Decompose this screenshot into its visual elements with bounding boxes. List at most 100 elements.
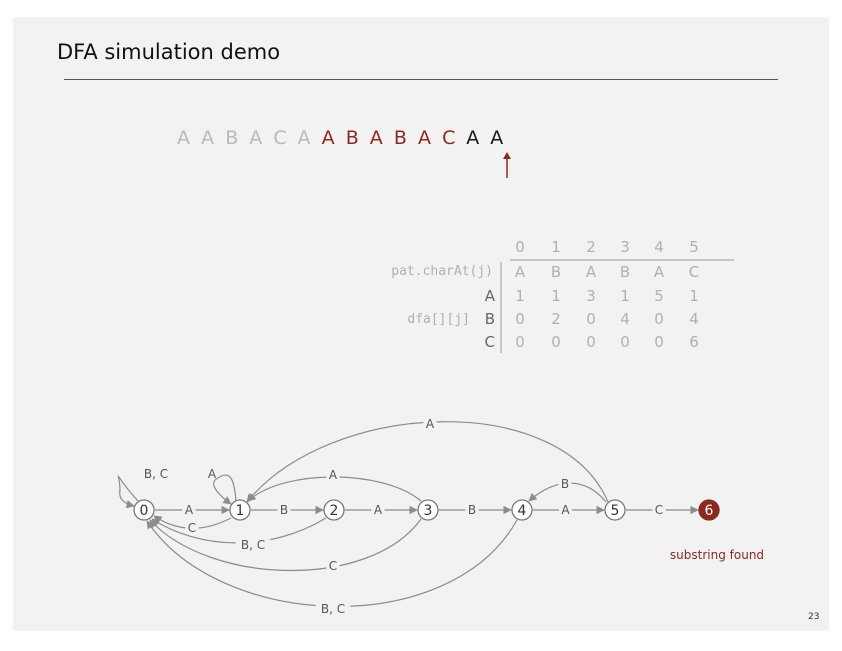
state-node-1 — [229, 499, 251, 521]
forward-edge-label: B — [468, 503, 476, 517]
text-char: A — [466, 127, 480, 149]
text-char: A — [297, 127, 311, 149]
slide-title: DFA simulation demo — [57, 40, 281, 64]
pattern-cell: B — [619, 263, 631, 281]
state-label: 3 — [424, 503, 433, 519]
edge-3-to-0-label-bg — [326, 558, 340, 573]
text-char: A — [418, 127, 431, 149]
state-label: 4 — [518, 503, 527, 519]
text-char: B — [393, 127, 407, 149]
forward-edge-label-bg — [652, 502, 666, 517]
dfa-row-char: A — [484, 287, 495, 305]
forward-edge-label-bg — [182, 502, 196, 517]
self-loop-0 — [117, 475, 139, 509]
edge-3-to-1-label-bg — [326, 467, 340, 482]
state-label: 1 — [236, 503, 245, 519]
edge-3-to-0 — [149, 518, 422, 572]
dfa-cell: 3 — [586, 287, 596, 305]
text-char: B — [345, 127, 359, 149]
dfa-row-char: C — [484, 333, 495, 351]
dfa-cell: 0 — [620, 333, 630, 351]
edge-5-to-1 — [246, 421, 609, 503]
dfa-row-label: dfa[][j] — [407, 312, 470, 327]
edge-4-to-0-label: B, C — [321, 602, 345, 616]
table-state-header: 0 — [515, 238, 525, 256]
dfa-row-char: B — [484, 310, 495, 328]
state-node-6 — [698, 499, 720, 521]
forward-edge-label-bg — [558, 502, 573, 517]
edge-5-to-4-label-bg — [558, 476, 572, 491]
dfa-cell: 4 — [620, 310, 630, 328]
dfa-cell: 0 — [654, 310, 664, 328]
pattern-cell: A — [653, 263, 665, 281]
state-label: 5 — [611, 503, 620, 519]
dfa-cell: 0 — [586, 333, 596, 351]
edge-1-to-0-label-bg — [185, 520, 199, 535]
page-number: 23 — [808, 612, 820, 622]
text-char: C — [442, 127, 456, 149]
pattern-cell: C — [688, 263, 700, 281]
dfa-cell: 0 — [586, 310, 596, 328]
text-char: A — [369, 127, 383, 149]
forward-edge-label: B — [280, 503, 288, 517]
self-loop-0-label: B, C — [144, 467, 168, 481]
state-node-2 — [323, 499, 345, 521]
edge-3-to-1-label: A — [329, 468, 338, 482]
edge-3-to-0-label: C — [329, 559, 337, 573]
pattern-row-label: pat.charAt(j) — [391, 264, 493, 279]
self-loop-1 — [213, 474, 237, 505]
dfa-cell: 1 — [620, 287, 630, 305]
forward-edge-label-bg — [371, 502, 385, 517]
text-char: A — [490, 127, 504, 149]
text-char: A — [321, 127, 335, 149]
edge-2-to-0-label: B, C — [241, 538, 265, 552]
dfa-cell: 1 — [515, 287, 525, 305]
dfa-cell: 1 — [689, 287, 699, 305]
dfa-cell: 0 — [515, 310, 525, 328]
dfa-cell: 4 — [689, 310, 699, 328]
edge-5-to-1-label-bg — [423, 416, 437, 431]
state-node-5 — [604, 499, 626, 521]
title-divider — [64, 79, 778, 80]
dfa-cell: 0 — [515, 333, 525, 351]
text-char: A — [249, 127, 263, 149]
text-char: A — [201, 127, 215, 149]
edge-4-to-0-label-bg — [315, 601, 351, 616]
dfa-cell: 5 — [654, 287, 664, 305]
self-loop-1-label: A — [208, 467, 217, 481]
table-state-header: 4 — [654, 238, 664, 256]
edge-2-to-0-label-bg — [235, 537, 271, 552]
forward-edge-label: C — [655, 503, 663, 517]
accept-label: substring found — [670, 548, 764, 562]
state-label: 0 — [140, 503, 149, 519]
text-pointer-arrow — [503, 152, 511, 178]
dfa-cell: 6 — [689, 333, 699, 351]
pattern-cell: A — [514, 263, 526, 281]
forward-edge-label-bg — [277, 502, 291, 517]
state-node-3 — [417, 499, 439, 521]
dfa-cell: 0 — [551, 333, 561, 351]
pattern-cell: A — [585, 263, 597, 281]
pattern-cell: B — [550, 263, 562, 281]
state-node-4 — [511, 499, 533, 521]
dfa-cell: 2 — [551, 310, 561, 328]
table-state-header: 3 — [620, 238, 630, 256]
state-node-0 — [133, 499, 155, 521]
dfa-cell: 1 — [551, 287, 561, 305]
text-char: B — [225, 127, 239, 149]
edge-5-to-4-label: B — [561, 477, 569, 491]
forward-edge-label: A — [374, 503, 383, 517]
edge-1-to-0-label: C — [188, 521, 196, 535]
forward-edge-label: A — [561, 503, 570, 517]
forward-edge-label: A — [185, 503, 194, 517]
state-label: 2 — [330, 503, 339, 519]
forward-edge-label-bg — [465, 502, 479, 517]
table-state-header: 2 — [586, 238, 596, 256]
text-char: A — [177, 127, 190, 149]
state-label: 6 — [705, 503, 714, 519]
text-char: C — [273, 127, 287, 149]
table-state-header: 5 — [689, 238, 699, 256]
dfa-cell: 0 — [654, 333, 664, 351]
